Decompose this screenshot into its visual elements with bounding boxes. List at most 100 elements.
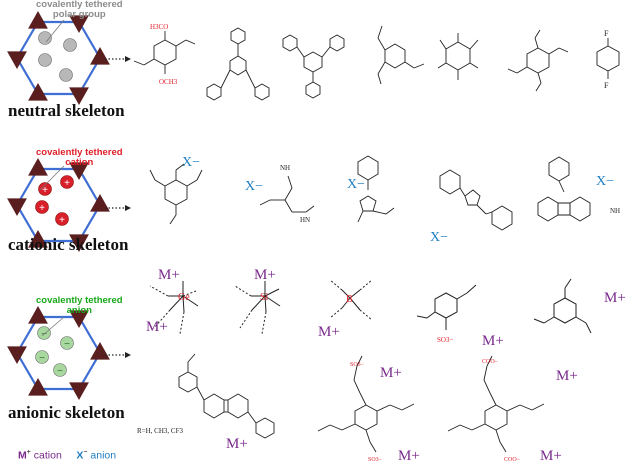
- m-cation-label: M+: [540, 448, 562, 464]
- tether-line-2: polar group: [52, 9, 106, 20]
- cationic-structures: [149, 155, 591, 231]
- fluorine-label: F: [604, 81, 609, 90]
- legend-m-text: cation: [33, 449, 62, 462]
- x-anion-label: X−: [347, 177, 365, 192]
- m-cation-label: M+: [146, 319, 168, 335]
- legend-m-symbol: M: [18, 449, 27, 462]
- linker-triangle: [28, 378, 48, 396]
- chem-text-labels: H3CO OCH3 F F X− X− NH HN X− X− X− NH Ge…: [137, 23, 626, 464]
- minus-sign-icon: −: [64, 339, 70, 350]
- plus-sign-icon: +: [64, 178, 70, 189]
- tether-line-1: covalently tethered: [36, 295, 123, 306]
- m-cation-label: M+: [226, 436, 248, 452]
- leader-line: [39, 165, 65, 191]
- framework-pore: [15, 315, 102, 391]
- structure-tris-imine: [377, 25, 425, 85]
- sulfonate-label: SO3−: [368, 457, 383, 463]
- structure-tetrafluorobenzene: [596, 38, 620, 79]
- sulfonate-label: SO3−: [437, 336, 453, 344]
- linker-triangle: [28, 230, 48, 248]
- structure-silicate: [234, 281, 281, 335]
- linker-triangle: [7, 346, 27, 364]
- anion-node: [60, 336, 74, 350]
- plus-sign-icon: +: [39, 203, 45, 214]
- fluorine-label: F: [604, 29, 609, 38]
- linker-triangle: [28, 158, 48, 176]
- methoxy-label: OCH3: [159, 78, 178, 86]
- sulfonate-label: SO3−: [350, 362, 365, 368]
- neutral-structures: [133, 25, 620, 101]
- structure-dialkoxy-imine: [507, 29, 569, 92]
- m-cation-label: M+: [398, 448, 420, 464]
- legend-x-text: anion: [90, 449, 117, 462]
- structure-triazine-2: [282, 34, 345, 99]
- anionic-framework-schematic: −−−−: [7, 306, 110, 400]
- polar-group-node: [63, 38, 77, 52]
- minus-sign-icon: −: [57, 366, 63, 377]
- leader-line: [45, 19, 65, 43]
- methoxy-label: H3CO: [150, 23, 168, 31]
- dotted-arrow: [105, 352, 131, 358]
- cation-node: [60, 175, 74, 189]
- tether-line-2: anion: [66, 305, 92, 316]
- polar-group-node: [59, 68, 73, 82]
- linker-triangle: [69, 382, 89, 400]
- anionic-structures-top: [149, 278, 592, 335]
- boron-label: B: [346, 294, 353, 305]
- m-cation-label: M+: [604, 290, 626, 306]
- nh-label: HN: [300, 216, 310, 224]
- linker-triangle: [69, 234, 89, 252]
- skeleton-label-neutral: neutral skeleton: [8, 101, 125, 120]
- plus-sign-icon: +: [59, 215, 65, 226]
- r-group-label: R=H, CH3, CF3: [137, 427, 183, 435]
- x-anion-label: X−: [182, 155, 200, 170]
- minus-sign-icon: −: [39, 353, 45, 364]
- tether-line-2: cation: [65, 157, 94, 168]
- plus-sign-icon: +: [42, 185, 48, 196]
- cationic-framework-schematic: + + + +: [7, 158, 110, 252]
- structure-phenanthridinium: [537, 156, 591, 222]
- nh-label: NH: [610, 207, 620, 215]
- linker-triangle: [28, 83, 48, 101]
- linker-triangle: [7, 198, 27, 216]
- linker-triangle: [69, 87, 89, 105]
- nh-label: NH: [280, 164, 290, 172]
- dotted-arrow: [105, 56, 131, 62]
- dotted-arrow: [105, 205, 131, 211]
- carboxylate-label: COO−: [504, 457, 521, 463]
- tether-label-anionic: covalently tethered anion: [36, 296, 123, 316]
- carboxylate-label: COO−: [482, 359, 499, 365]
- tether-label-cationic: covalently tethered cation: [36, 148, 123, 168]
- structure-carboxylate-hydrazone: [447, 355, 545, 453]
- structure-benzimidazolide: [178, 353, 275, 439]
- structure-aryl-imidazolium: [439, 169, 513, 231]
- polar-group-node: [38, 53, 52, 67]
- linker-triangle: [7, 51, 27, 69]
- x-anion-label: X−: [596, 174, 614, 189]
- tether-line-1: covalently tethered: [36, 147, 123, 158]
- m-cation-label: M+: [380, 365, 402, 381]
- leader-line: [41, 316, 65, 337]
- structure-imidazolium-benzyl: [357, 155, 395, 223]
- structure-sulfonate-hydrazone: [317, 355, 415, 453]
- linker-triangle: [90, 194, 110, 212]
- m-cation-label: M+: [482, 333, 504, 349]
- linker-triangle: [28, 11, 48, 29]
- tether-line-1: covalently tethered: [36, 0, 123, 10]
- structure-borate: [329, 279, 373, 321]
- linker-triangle: [69, 310, 89, 328]
- anion-node: [37, 326, 51, 340]
- structure-sulfonated-diamine: [416, 284, 477, 330]
- m-cation-label: M+: [254, 267, 276, 283]
- cation-node: [55, 212, 69, 226]
- anion-node: [35, 350, 49, 364]
- linker-triangle: [28, 306, 48, 324]
- m-cation-label: M+: [318, 324, 340, 340]
- legend-x-symbol: X: [76, 449, 84, 462]
- silicon-label: Si: [260, 292, 269, 303]
- structure-phenolate-imine: [533, 278, 592, 334]
- cation-node: [38, 182, 52, 196]
- structure-dimethoxy-imine: [133, 31, 196, 74]
- structure-pyridinium: [149, 163, 203, 225]
